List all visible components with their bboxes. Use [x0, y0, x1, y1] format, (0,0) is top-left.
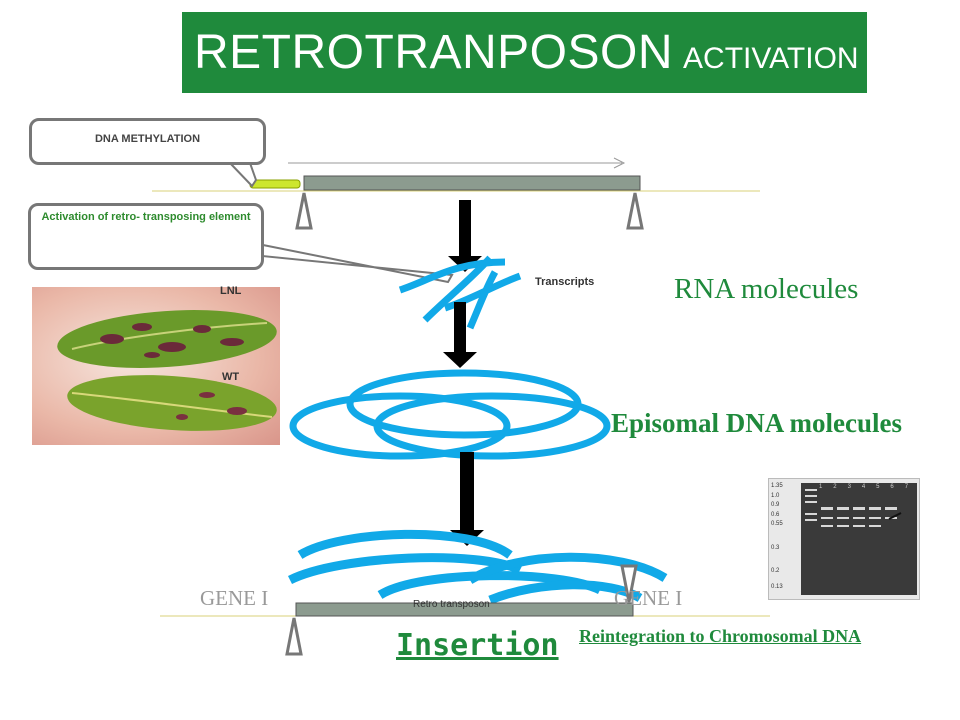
gel-lane-label: 1: [819, 484, 823, 490]
gel-illustration: [801, 483, 917, 595]
arrow-2-head: [443, 352, 477, 368]
callout-activation: Activation of retro- transposing element: [28, 203, 264, 270]
top-dna-bar: [303, 175, 641, 191]
leaf-wt-label: WT: [222, 371, 240, 383]
gel-lane-label: 2: [833, 484, 837, 490]
methylation-marker: [249, 179, 301, 189]
transcript-strand-4: [466, 270, 499, 330]
gel-lane-labels: 1 2 3 4 5 6 7: [819, 484, 919, 490]
reintegration-label: Reintegration to Chromosomal DNA: [579, 626, 862, 646]
leaf-lnl: [57, 310, 277, 368]
gel-body: [801, 483, 917, 595]
gel-ladder-label: 1.0: [771, 492, 780, 499]
gel-ladder-label: 0.55: [771, 521, 783, 527]
leaf-lnl-vein: [71, 322, 268, 350]
transcription-arrow-head: [613, 157, 626, 169]
transcript-strand-2: [422, 255, 493, 323]
leaf-wt-vein: [71, 392, 273, 418]
callout-activation-text: Activation of retro- transposing element: [41, 211, 251, 223]
gel-ladder-label: 1.35: [771, 483, 783, 489]
gel-image: 1.35 1.0 0.9 0.6 0.55 0.3 0.2 0.13 1 2 3…: [768, 478, 920, 600]
bottom-support-triangle-right: [620, 564, 638, 603]
gel-ladder-label: 0.9: [771, 502, 780, 508]
gel-ladder-label: 0.13: [771, 583, 783, 590]
gel-ladder-label: 0.2: [771, 568, 780, 574]
gel-pointer: [888, 512, 902, 520]
leaf-lnl-label: LNL: [220, 285, 242, 297]
title-main: RETROTRANPOSON: [194, 26, 674, 79]
leaf-illustration: [57, 310, 277, 431]
arrow-1-shaft: [459, 200, 471, 258]
title-sub: ACTIVATION: [683, 41, 859, 75]
gel-ladder-labels: 1.35 1.0 0.9 0.6 0.55 0.3 0.2 0.13: [771, 482, 783, 592]
rna-molecules-label: RNA molecules: [674, 273, 859, 305]
callout-dna-methylation: DNA METHYLATION: [29, 118, 266, 165]
gel-lane-label: 5: [876, 484, 880, 490]
gene-right-label: GENE I: [614, 586, 683, 610]
arrow-3-shaft: [460, 452, 474, 532]
support-triangle-right: [626, 192, 644, 230]
leaf-lnl-spots: [100, 323, 244, 358]
transcripts-label: Transcripts: [535, 276, 595, 288]
gel-lane-label: 4: [861, 484, 866, 490]
gel-bands: [805, 489, 897, 527]
integrating-loop-1: [297, 529, 513, 559]
gel-lane-label: 3: [847, 484, 851, 490]
support-triangle-left: [295, 192, 313, 230]
episomal-loop-3: [373, 392, 611, 460]
gel-ladder-label: 0.3: [771, 544, 780, 551]
retro-transposon-label: Retro transposon: [413, 599, 490, 610]
gene-left-label: GENE I: [200, 586, 269, 610]
integrating-loop-4: [467, 552, 668, 584]
leaf-wt: [67, 375, 277, 431]
insertion-label: Insertion: [396, 628, 559, 663]
callout-pointer-methylation: [227, 162, 258, 188]
gel-lane-label: 7: [904, 484, 909, 490]
bottom-support-triangle-left: [285, 617, 303, 656]
callout-pointer-activation: [256, 242, 454, 284]
episomal-label: Episomal DNA molecules: [611, 408, 903, 438]
title-banner: RETROTRANPOSON ACTIVATION: [182, 12, 867, 93]
gel-ladder-label: 0.6: [771, 511, 780, 518]
bottom-dna-bar: [295, 602, 634, 617]
arrow-2-shaft: [454, 302, 466, 354]
leaf-photo: LNL WT: [32, 285, 280, 445]
gel-lane-label: 6: [890, 484, 894, 490]
leaf-wt-spots: [176, 392, 247, 420]
episomal-loop-2: [289, 392, 511, 460]
callout-dna-methylation-text: DNA METHYLATION: [94, 133, 201, 145]
